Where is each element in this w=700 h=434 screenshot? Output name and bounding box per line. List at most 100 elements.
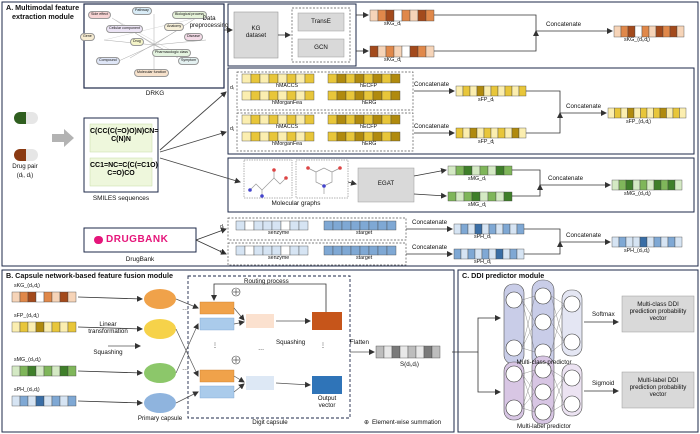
capsule-input-vector-3-cell [19, 395, 29, 407]
s-kg-dj-label: sKG_dⱼ [384, 57, 402, 63]
fp-erg-di-cell [354, 90, 365, 101]
ph-vector-di-cell [495, 223, 504, 235]
mg-vector-di-cell [447, 165, 457, 176]
capsule-input-vector-2 [11, 365, 77, 377]
smiles-2-box [89, 157, 153, 187]
ph-enzyme-di-cell [289, 220, 300, 231]
fp-vector-di-cell [476, 85, 485, 97]
capsule-input-vector-2-cell [43, 365, 53, 377]
flattened-vector-cell [383, 345, 393, 359]
fp-erg-di-cell [336, 90, 347, 101]
fp-morgan-di-cell [277, 90, 288, 101]
ph-target-di-cell [359, 220, 370, 231]
capsule-input-vector-1-cell [35, 321, 45, 333]
fp-vector-pair [607, 107, 687, 119]
fp-maccs-di-cell [295, 73, 306, 84]
capsule-input-vector-0-cell [27, 291, 37, 303]
fp-vector-di-cell [462, 85, 471, 97]
fp-morgan-di-cell [259, 90, 270, 101]
fp-concat-label-di: Concatenate [414, 81, 450, 88]
ph-vector-di-cell [502, 223, 511, 235]
multilabel-predictor-label: Multi-label predictor [517, 423, 571, 430]
mg-vector-di-cell [487, 165, 497, 176]
fp-morgan-dj-cell [304, 131, 315, 142]
capsule-input-vector-2-cell [19, 365, 29, 377]
kg-concat-label: Concatenate [546, 21, 582, 28]
ph-target-di-cell [341, 220, 352, 231]
arrow-input-cap-3 [77, 399, 143, 406]
fp-ecfp-dj-cell [372, 114, 383, 125]
multilabel-output-box [621, 371, 695, 409]
fp-vector-di-cell [511, 85, 520, 97]
fp-vector-pair-cell [627, 107, 635, 119]
ph-target-dj-cell [368, 245, 379, 256]
kg-vector-dj-cell [377, 45, 387, 58]
arrow-mg-concat-1 [512, 169, 611, 188]
mg-vector-di-cell [455, 165, 465, 176]
s-ph-dj-label: sPH_dⱼ [474, 259, 491, 265]
kg-dataset-box [233, 11, 279, 59]
fp-vector-pair-cell [607, 107, 615, 119]
arrow-smiles-fp [159, 91, 227, 151]
mg-vector-dj-cell [479, 191, 489, 202]
fp-erg-di-cell [381, 90, 392, 101]
ph-vector-dj-cell [467, 248, 476, 260]
ph-vector-dj-cell [495, 248, 504, 260]
section-c-title: C. DDI predictor module [462, 271, 545, 280]
fp-erg-di-cell [372, 90, 383, 101]
fp-erg-dj-cell [381, 131, 392, 142]
concat-arrows [77, 12, 613, 406]
digit-capsule-label: Digit capsule [252, 419, 288, 426]
fp-maccs-di-cell [250, 73, 261, 84]
ph-concat-label-dj: Concatenate [412, 244, 448, 251]
h-maccs-dj-label: hMACCS [276, 124, 299, 130]
fp-ecfp-di-cell [363, 73, 374, 84]
kg-vector-pair-cell [613, 25, 622, 38]
fp-ecfp-di-cell [354, 73, 365, 84]
transe-box [297, 12, 345, 32]
mg-vector-dj-cell [463, 191, 473, 202]
fp-vector-di-cell [490, 85, 499, 97]
ph-enzyme-dj-cell [262, 245, 273, 256]
fp-vector-dj-cell [483, 127, 492, 139]
s-enzyme-dj-label: senzyme [268, 255, 290, 261]
fp-morgan-di-cell [241, 90, 252, 101]
fp-erg-dj-cell [363, 131, 374, 142]
fp-ecfp-dj-cell [336, 114, 347, 125]
s-target-dj-label: starget [356, 255, 373, 261]
fp-morgan-dj-cell [286, 131, 297, 142]
capsule-input-vector-3-cell [43, 395, 53, 407]
h-morgan-di-label: hMorganFea [272, 100, 303, 106]
squashing-label-1: Squashing [93, 349, 123, 356]
fp-ecfp-di-cell [345, 73, 356, 84]
arrow-input-cap-0 [77, 295, 143, 302]
smiles-1-box [89, 123, 153, 153]
capsule-input-vector-0-cell [67, 291, 77, 303]
capsule-input-label-1: sFP_(dᵢ,dⱼ) [14, 313, 40, 319]
ph-target-di-cell [368, 220, 379, 231]
predictor-arrows [452, 315, 619, 395]
gcn-label: GCN [314, 44, 328, 51]
fp-ecfp-di-cell [390, 73, 401, 84]
mg-vector-di-cell [463, 165, 473, 176]
fp-dj-label: dⱼ [230, 126, 234, 132]
ph-target-dj [323, 245, 397, 256]
linear-transform-label: Linear transformation [88, 321, 128, 335]
mol-box-2 [295, 159, 349, 199]
kg-vector-dj [369, 45, 435, 58]
fp-vector-di-cell [504, 85, 513, 97]
multilabel-nn [503, 355, 583, 425]
ph-target-dj-cell [350, 245, 361, 256]
kg-vector-dj-cell [393, 45, 403, 58]
ph-vector-di-cell [460, 223, 469, 235]
molecule-2-atoms [306, 166, 342, 188]
arrow-fp-pair-2 [526, 112, 563, 134]
ellipsis-3: … [258, 345, 265, 352]
flattened-vector-cell [399, 345, 409, 359]
multiclass-nn [503, 279, 583, 369]
ph-vector-pair [611, 236, 683, 248]
capsule-input-vector-2-cell [59, 365, 69, 377]
gcn-box [297, 38, 345, 58]
mg-vector-dj-cell [471, 191, 481, 202]
kg-vector-dj-cell [401, 45, 411, 58]
